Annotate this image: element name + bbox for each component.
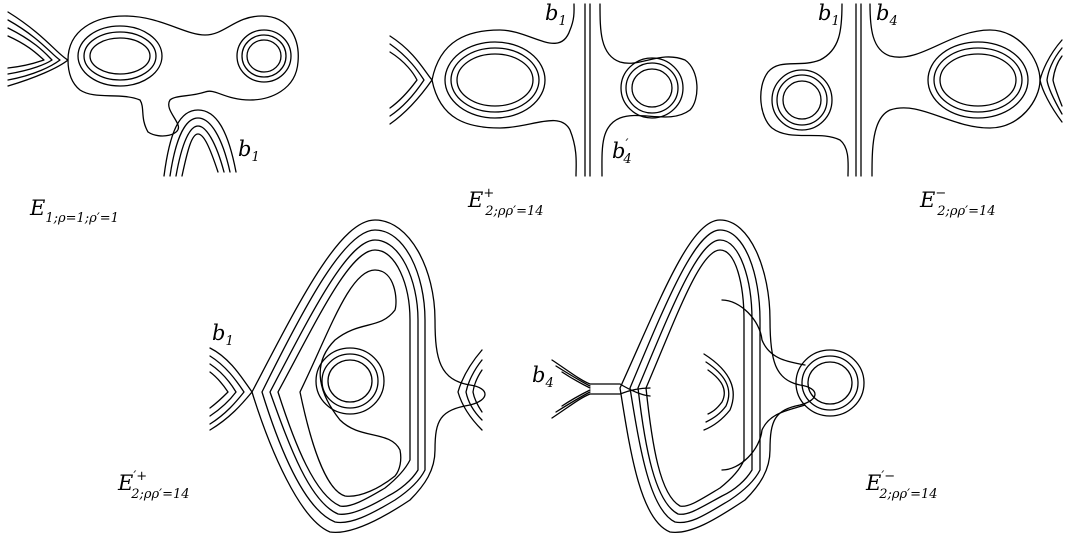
caption-e2-plus: E+2;ρρ′=14 [467,186,544,219]
panel-e2-prime-plus: b1 [209,219,486,534]
b1-label-panel4: b1 [212,321,234,349]
caption-e2-prime-plus: E′+2;ρρ′=14 [117,469,190,502]
caption-e1: E1;ρ=1;ρ′=1 [29,196,119,226]
b1-label-panel1: b1 [238,137,260,165]
caption-e2-prime-minus: E′−2;ρρ′=14 [865,469,938,502]
panel-e2-minus: b1 b4 [760,1,1063,177]
panel-e1: b1 [7,11,299,177]
panel-e2-prime-minus: b4 [532,219,865,534]
b4-label-panel3: b4 [876,1,898,29]
panel-e2-plus: b1 b′4 [389,1,698,177]
b1-label-panel2: b1 [545,1,567,29]
b4-label-panel5: b4 [532,363,554,391]
b1-label-panel3: b1 [818,1,840,29]
caption-e2-minus: E−2;ρρ′=14 [919,186,996,219]
b4-prime-label: b′4 [612,137,632,167]
